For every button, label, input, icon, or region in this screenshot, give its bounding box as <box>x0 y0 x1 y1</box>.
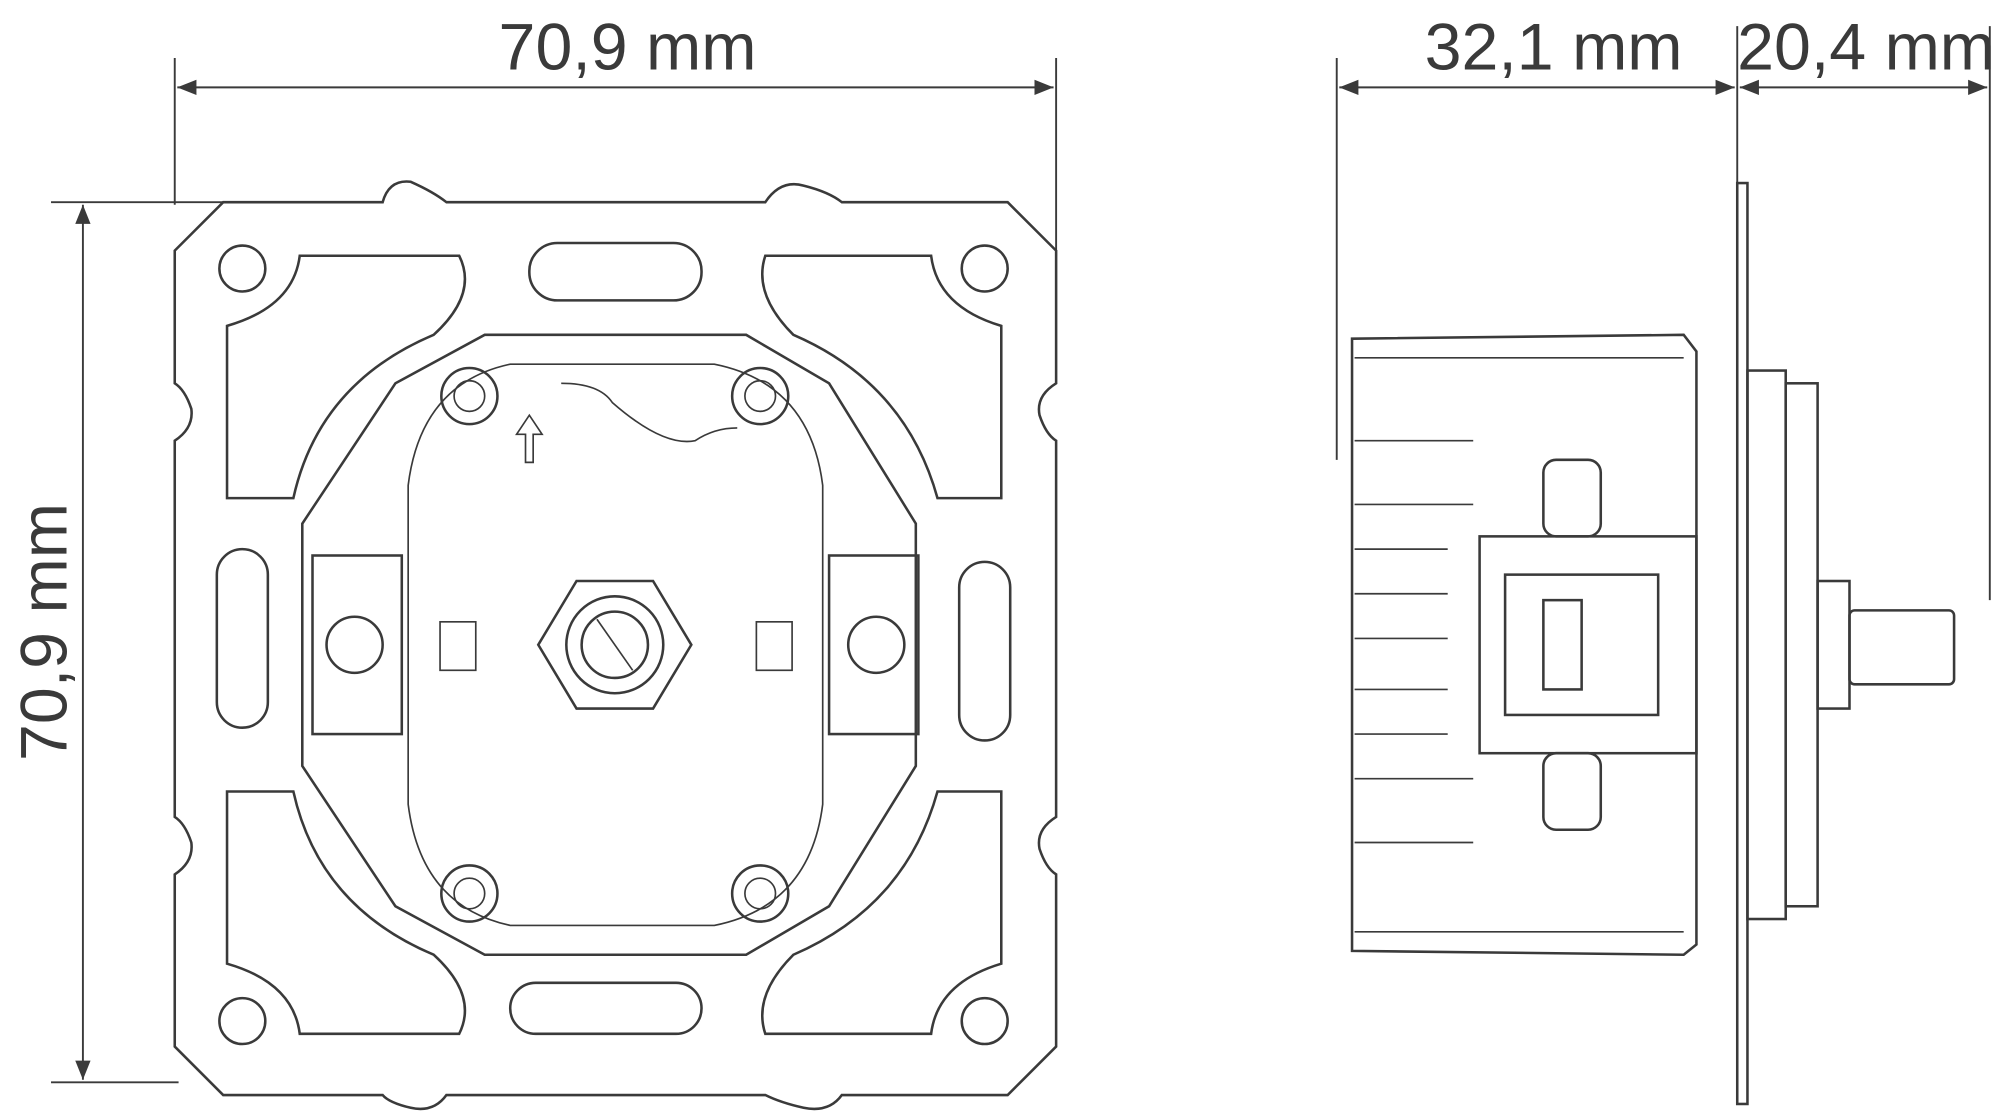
rotary-shaft-side <box>1848 609 1956 686</box>
terminal-screw-right <box>846 615 906 675</box>
front-height-label: 70,9 mm <box>7 503 81 761</box>
arrow-up-icon <box>515 413 544 464</box>
hex-nut <box>536 579 693 710</box>
terminal-screw-left <box>325 615 384 675</box>
mounting-hole <box>218 244 267 293</box>
front-view <box>173 180 1058 1111</box>
mounting-hole <box>218 996 267 1046</box>
hex-nut-side <box>1816 579 1851 710</box>
side-depth-label: 32,1 mm <box>1425 11 1683 85</box>
mounting-hole <box>960 244 1009 293</box>
slot-right <box>957 560 1012 742</box>
side-view <box>1350 181 1956 1106</box>
front-width-label: 70,9 mm <box>499 11 757 85</box>
side-body <box>1350 333 1698 957</box>
mounting-plate <box>173 180 1058 1111</box>
slot-bottom <box>508 981 703 1036</box>
slot-left <box>215 547 270 729</box>
side-plate <box>1735 181 1749 1106</box>
side-protrusion-label: 20,4 mm <box>1737 11 1995 85</box>
dimension-side-protrusion: 20,4 mm <box>1737 11 1995 601</box>
dimension-front-width: 70,9 mm <box>173 11 1058 256</box>
dimension-front-height: 70,9 mm <box>7 201 224 1084</box>
rotary-knob-shaft <box>565 595 665 695</box>
dimension-side-depth: 32,1 mm <box>1335 11 1739 460</box>
slot-top <box>528 241 703 302</box>
mounting-hole <box>960 996 1009 1046</box>
mechanism-frame <box>301 333 918 957</box>
